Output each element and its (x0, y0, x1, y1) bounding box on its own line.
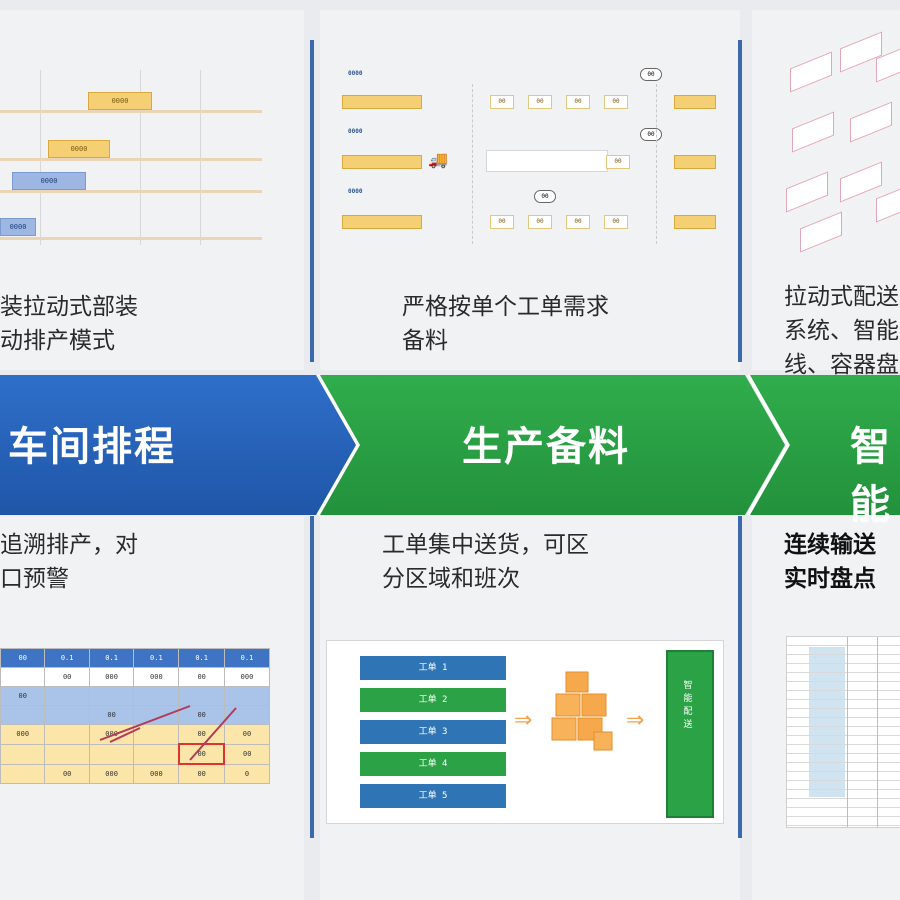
divider-top-1 (310, 40, 314, 362)
gantt-track (0, 110, 262, 113)
row-tag: 0000 (348, 70, 363, 77)
status-pill: 00 (640, 128, 662, 141)
order-chip: 00 (528, 215, 552, 229)
divider-bot-1 (310, 516, 314, 838)
row-tag: 0000 (348, 128, 363, 135)
gantt-bar: 0000 (0, 218, 36, 236)
order-chip: 00 (490, 215, 514, 229)
table-cell: 00 (44, 763, 90, 784)
caption-top-left: 装拉动式部装 动排产模式 (0, 294, 138, 354)
gantt-bar: 0000 (88, 92, 152, 110)
smart-delivery-column (666, 650, 714, 818)
gantt-bar: 0000 (12, 172, 86, 190)
order-chip: 00 (566, 215, 590, 229)
arrow-right-icon: ⇒ (514, 708, 533, 733)
stage-arrow-green-2 (750, 375, 900, 515)
order-chip (342, 215, 422, 229)
gantt-track (0, 237, 262, 240)
status-pill: 00 (534, 190, 556, 203)
table-cell: 0 (223, 763, 271, 784)
caption-top-mid: 严格按单个工单需求 备料 (402, 294, 609, 354)
order-chip (342, 95, 422, 109)
target-chip (674, 155, 716, 169)
status-pill: 00 (640, 68, 662, 81)
row-tag: 0000 (348, 188, 363, 195)
table-cell (133, 705, 180, 725)
stage-arrow-green (320, 375, 785, 515)
order-chip: 00 (566, 95, 590, 109)
target-chip (674, 215, 716, 229)
work-order-item: 工单 5 (360, 784, 506, 808)
table-cell (44, 743, 90, 765)
caption-top-right: 拉动式配送 系统、智能 线、容器盘 (784, 284, 899, 378)
caption-bot-left: 追溯排产，对 口预警 (0, 532, 138, 592)
order-chip: 00 (604, 95, 628, 109)
divider-bot-2 (738, 516, 742, 838)
table-cell: 000 (223, 667, 271, 687)
gantt-track (0, 158, 262, 161)
order-chip: 00 (606, 155, 630, 169)
divider-top-2 (738, 40, 742, 362)
inventory-sheet (786, 636, 900, 828)
order-chip: 00 (490, 95, 514, 109)
boxes-icon (551, 671, 613, 751)
table-cell: 00 (223, 743, 271, 765)
stage-label-1: 车间排程 (8, 424, 176, 470)
process-band (0, 374, 900, 516)
table-cell (88, 743, 135, 765)
work-order-item: 工单 3 (360, 720, 506, 744)
order-chip: 00 (528, 95, 552, 109)
panel-top-mid (320, 10, 740, 370)
stage-arrow-blue (0, 375, 356, 515)
schedule-table: 00 0.1 0.1 0.1 0.1 0.1 00 000 000 00 000… (0, 648, 271, 784)
trace-arrows (99, 705, 237, 761)
truck-icon: 🚚 (428, 150, 448, 169)
work-order-item: 工单 2 (360, 688, 506, 712)
target-chip (674, 95, 716, 109)
stage-label-2: 生产备料 (462, 424, 630, 470)
order-chip: 00 (604, 215, 628, 229)
smart-delivery-label: 智 能 配 送 (683, 681, 693, 730)
work-order-item: 工单 1 (360, 656, 506, 680)
table-cell (44, 705, 90, 725)
stage-label-3: 智能 (850, 424, 892, 528)
gantt-bar: 0000 (48, 140, 110, 158)
caption-bot-mid: 工单集中送货，可区 分区域和班次 (382, 532, 589, 592)
table-cell: 000 (133, 763, 180, 784)
table-cell: 000 (88, 763, 135, 784)
arrow-right-icon: ⇒ (626, 708, 645, 733)
order-chip (342, 155, 422, 169)
prep-slot (486, 150, 608, 172)
table-cell: 00 (44, 667, 90, 687)
work-order-item: 工单 4 (360, 752, 506, 776)
gantt-track (0, 190, 262, 193)
caption-bot-right: 连续输送 实时盘点 (784, 532, 876, 592)
table-cell: 00 (88, 705, 135, 725)
